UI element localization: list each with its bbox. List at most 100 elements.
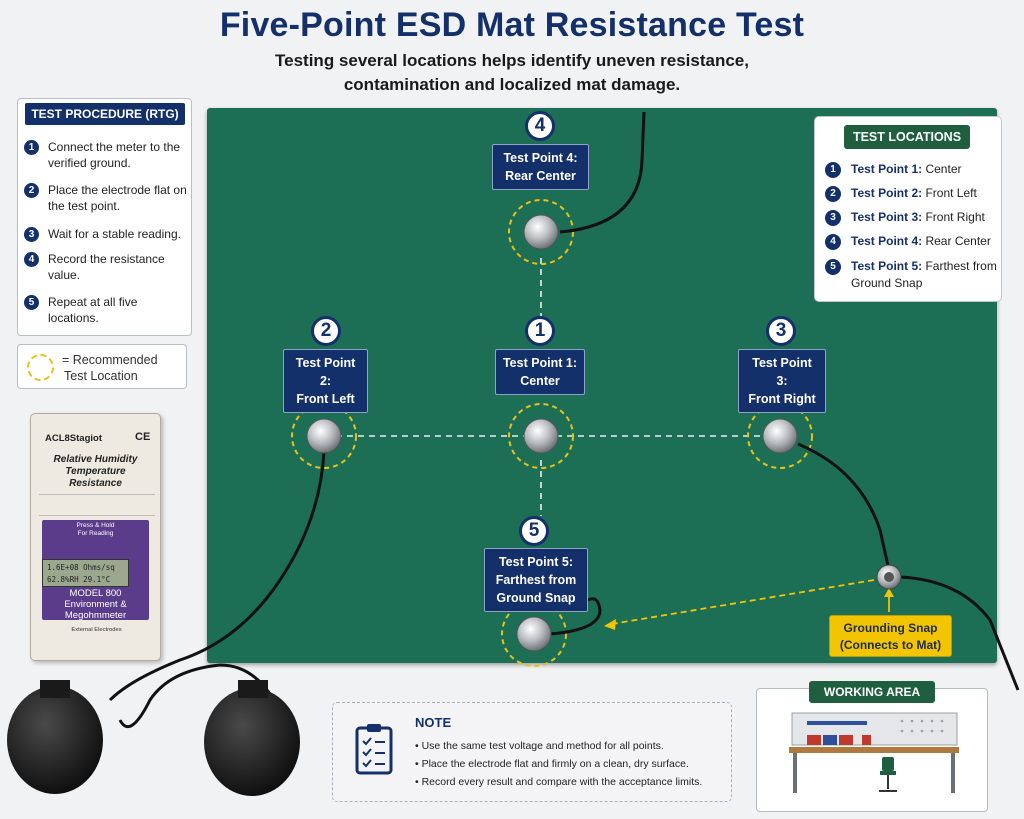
point-5-badge: 5 (519, 516, 549, 546)
step-number-badge: 4 (24, 252, 39, 267)
step-number-badge: 5 (24, 295, 39, 310)
location-item: 2 Test Point 2: Front Left (825, 185, 1001, 202)
snap-to-point5-arrow (604, 579, 894, 630)
meter-scale-area (39, 494, 155, 516)
meter-model-line1: MODEL 800 (69, 588, 122, 599)
step-text: Connect the meter to the verified ground… (48, 140, 181, 170)
grounding-snap-icon (876, 564, 902, 590)
point-1-label-line2: Center (520, 374, 560, 388)
ce-mark: CE (135, 431, 151, 443)
location-item: 3 Test Point 3: Front Right (825, 209, 1001, 226)
note-list: Use the same test voltage and method for… (415, 737, 703, 791)
location-name: Test Point 4: (851, 234, 923, 248)
location-item: 1 Test Point 1: Center (825, 161, 1001, 178)
lcd-line1: 1.6E+08 Ohms/sq (47, 563, 115, 572)
note-item: Place the electrode flat and firmly on a… (415, 755, 702, 773)
meter-desc-line1: Relative Humidity (53, 454, 138, 465)
page-title: Five-Point ESD Mat Resistance Test (219, 6, 805, 44)
grounding-snap-line1: Grounding Snap (843, 621, 938, 635)
meter-press-line2: For Reading (77, 530, 114, 537)
step-number-badge: 3 (24, 227, 39, 242)
working-area-heading: WORKING AREA (809, 681, 935, 703)
procedure-step: 5 Repeat at all five locations. (24, 294, 189, 326)
point-2-label-line2: Front Left (296, 392, 355, 406)
meter-model-line2: Environment & (64, 599, 127, 610)
note-item: Record every result and compare with the… (415, 773, 703, 791)
working-area-panel: WORKING AREA (756, 681, 988, 812)
meter-external-electrodes-label: External Electrodes (71, 627, 122, 633)
meter-brand: ACL8Stagiot (45, 433, 102, 444)
point-5-label: Test Point 5: Farthest from Ground Snap (484, 548, 588, 612)
electrode-point3 (762, 418, 798, 454)
recommended-ring-point5 (501, 601, 567, 667)
recommended-ring-point2 (291, 403, 357, 469)
meter-description: Relative Humidity Temperature Resistance (35, 454, 156, 490)
dashed-ring-icon (27, 354, 54, 381)
clipboard-checklist-icon (355, 724, 393, 775)
point-3-label-line2: Front Right (748, 392, 816, 406)
location-desc: Center (925, 162, 962, 176)
cable-point3 (797, 442, 891, 571)
test-procedure-heading: TEST PROCEDURE (RTG) (25, 103, 185, 125)
probe-weight-right (204, 688, 300, 796)
point-4-label: Test Point 4: Rear Center (492, 144, 589, 190)
procedure-step: 4 Record the resistance value. (24, 251, 189, 283)
recommended-ring-point4 (508, 199, 574, 265)
meter-lcd-display: 1.6E+08 Ohms/sq 62.8%RH 29.1°C (42, 559, 129, 587)
location-number-badge: 5 (825, 259, 841, 275)
procedure-step: 3 Wait for a stable reading. (24, 226, 189, 242)
location-number-badge: 3 (825, 210, 841, 226)
meter-model-text: MODEL 800 Environment & Megohmmeter (42, 588, 149, 621)
cable-meter-coil (118, 663, 272, 729)
legend-box: = Recommended Test Location (17, 344, 187, 389)
recommended-ring-point1 (508, 403, 574, 469)
meter-desc-line3: Resistance (69, 478, 122, 489)
test-procedure-panel: TEST PROCEDURE (RTG) 1 Connect the meter… (17, 98, 192, 336)
step-text: Place the electrode flat on the test poi… (48, 183, 187, 213)
location-item: 4 Test Point 4: Rear Center (825, 233, 1001, 250)
point-5-label-line2: Farthest from (495, 573, 577, 587)
page-subtitle-line2: contamination and localized mat damage. (343, 75, 681, 94)
workbench-illustration (789, 712, 959, 793)
location-number-badge: 1 (825, 162, 841, 178)
megohmmeter: ACL8Stagiot CE Relative Humidity Tempera… (30, 413, 161, 661)
point-3-badge: 3 (766, 316, 796, 346)
point-1-badge: 1 (525, 316, 555, 346)
lcd-line2: 62.8%RH 29.1°C (47, 575, 111, 584)
location-number-badge: 4 (825, 234, 841, 250)
electrode-point1 (523, 418, 559, 454)
page-subtitle-line1: Testing several locations helps identify… (275, 51, 749, 70)
cable-point5 (549, 597, 602, 636)
location-desc: Rear Center (925, 234, 991, 248)
point-5-label-line3: Ground Snap (496, 591, 576, 605)
electrode-point4 (523, 214, 559, 250)
legend-text-line1: = Recommended (62, 353, 158, 367)
step-number-badge: 2 (24, 183, 39, 198)
point-4-label-line2: Rear Center (505, 169, 576, 183)
point-3-label: Test Point 3: Front Right (738, 349, 826, 413)
legend-text: = Recommended Test Location (62, 352, 158, 384)
location-desc: Front Right (925, 210, 985, 224)
point-5-label-line1: Test Point 5: (498, 555, 574, 569)
meter-press-text: Press & Hold For Reading (42, 522, 149, 538)
electrodes (306, 214, 798, 652)
point-4-label-line1: Test Point 4: (503, 151, 578, 165)
step-number-badge: 1 (24, 140, 39, 155)
point-3-label-line1: Test Point 3: (752, 356, 812, 388)
cable-ground (899, 575, 1020, 691)
procedure-step: 2 Place the electrode flat on the test p… (24, 182, 189, 214)
electrode-point5 (516, 616, 552, 652)
point-1-label: Test Point 1: Center (495, 349, 585, 395)
cable-point4 (559, 111, 646, 234)
cable-point2 (108, 451, 326, 702)
location-desc: Farthest from Ground Snap (851, 259, 997, 290)
point-2-label-line1: Test Point 2: (295, 356, 356, 388)
location-name: Test Point 3: (851, 210, 923, 224)
point-2-badge: 2 (311, 316, 341, 346)
location-desc: Front Left (925, 186, 977, 200)
probe-weight-left (7, 686, 103, 794)
note-title: NOTE (415, 715, 452, 730)
recommended-ring-point3 (747, 403, 813, 469)
electrode-point2 (306, 418, 342, 454)
point-1-label-line1: Test Point 1: (502, 356, 578, 370)
